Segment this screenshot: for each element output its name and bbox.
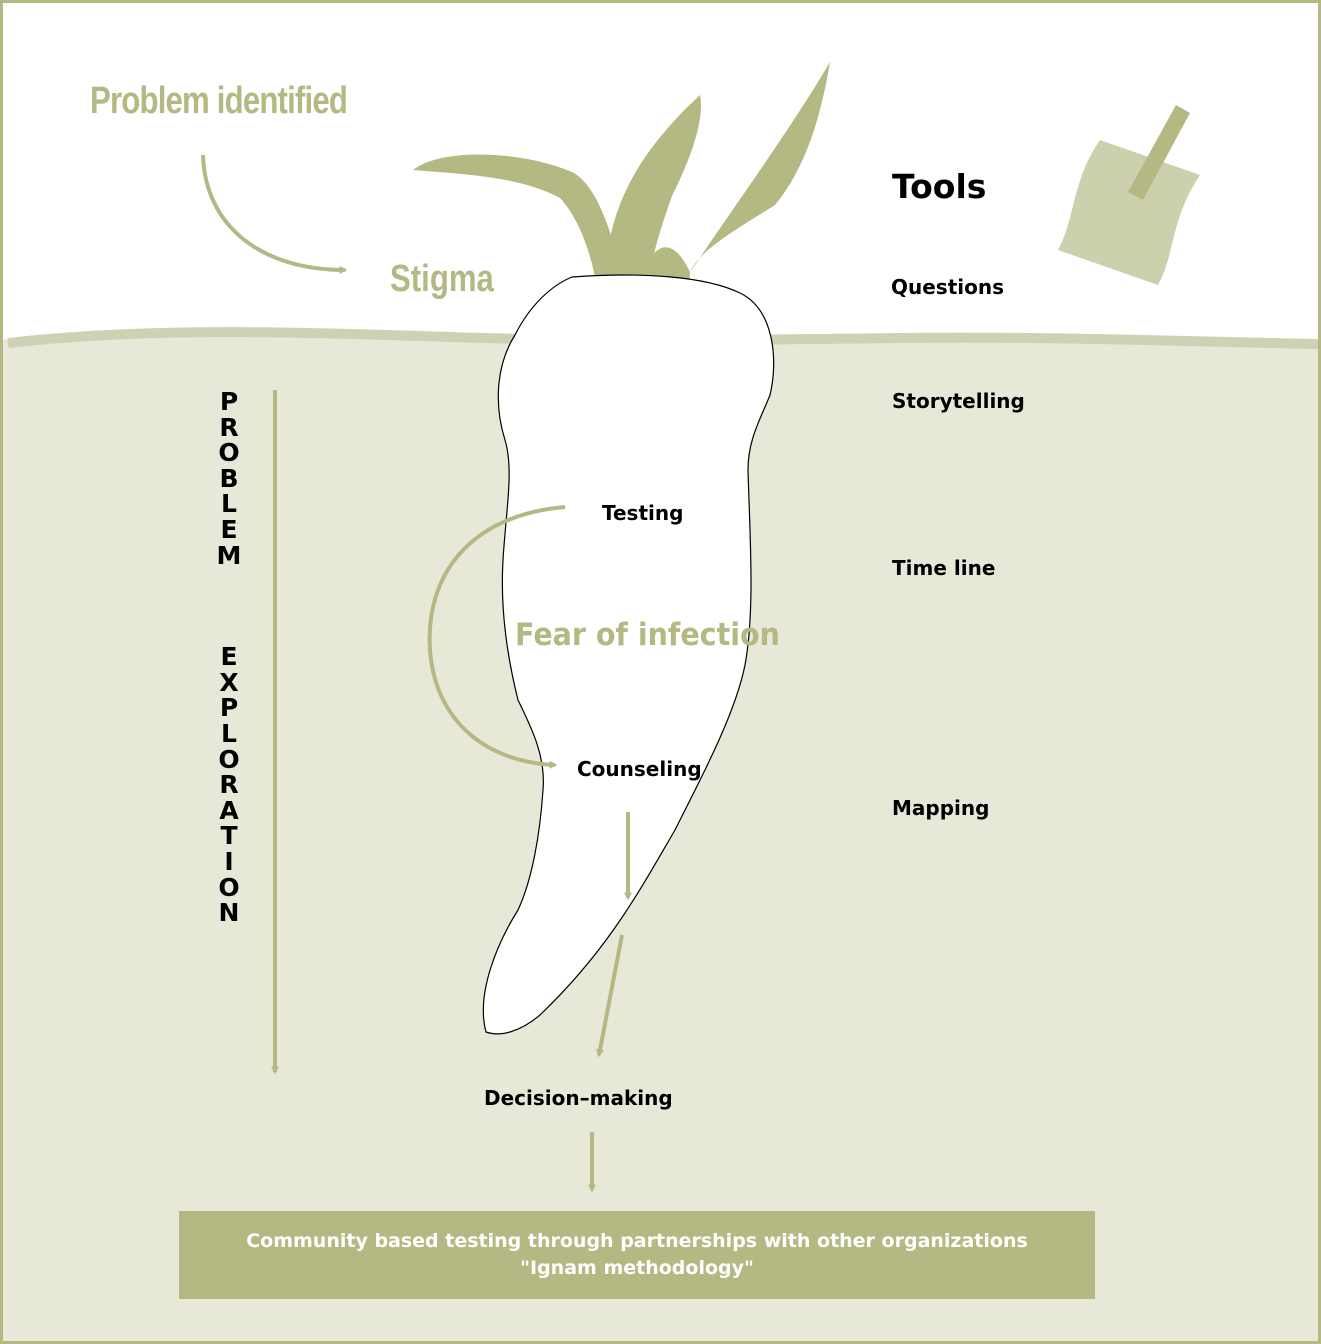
- vertical-letter: L: [200, 721, 258, 747]
- vertical-letter: T: [200, 823, 258, 849]
- arrow-problem-to-stigma: [203, 155, 345, 270]
- fear-of-infection-label: Fear of infection: [515, 617, 780, 653]
- problem-exploration-vertical-label: P R O B L E M E X P L O R A T I O N: [200, 389, 258, 926]
- vertical-letter: O: [200, 747, 258, 773]
- tools-title: Tools: [892, 167, 986, 206]
- vertical-letter: E: [200, 644, 258, 670]
- methodology-banner: Community based testing through partners…: [179, 1211, 1095, 1299]
- step-decision-making: Decision–making: [484, 1086, 673, 1110]
- tool-storytelling: Storytelling: [892, 389, 1025, 413]
- vertical-letter: R: [200, 772, 258, 798]
- vertical-letter: A: [200, 798, 258, 824]
- vertical-letter: N: [200, 900, 258, 926]
- vertical-letter: X: [200, 670, 258, 696]
- vertical-letter: O: [200, 440, 258, 466]
- vertical-spacer: [200, 568, 258, 644]
- vertical-letter: E: [200, 517, 258, 543]
- step-testing: Testing: [602, 501, 683, 525]
- vertical-letter: P: [200, 695, 258, 721]
- step-counseling: Counseling: [577, 757, 702, 781]
- vertical-letter: R: [200, 415, 258, 441]
- tool-time-line: Time line: [892, 556, 995, 580]
- tool-mapping: Mapping: [892, 796, 989, 820]
- banner-line-1: Community based testing through partners…: [246, 1228, 1028, 1255]
- problem-identified-label: Problem identified: [90, 80, 347, 123]
- vertical-letter: P: [200, 389, 258, 415]
- shovel-icon: [1058, 105, 1200, 285]
- banner-line-2: "Ignam methodology": [520, 1255, 754, 1282]
- vertical-letter: O: [200, 875, 258, 901]
- vertical-letter: M: [200, 543, 258, 569]
- stigma-label: Stigma: [390, 258, 494, 301]
- tool-questions: Questions: [891, 275, 1004, 299]
- vertical-letter: I: [200, 849, 258, 875]
- vertical-letter: B: [200, 466, 258, 492]
- vertical-letter: L: [200, 491, 258, 517]
